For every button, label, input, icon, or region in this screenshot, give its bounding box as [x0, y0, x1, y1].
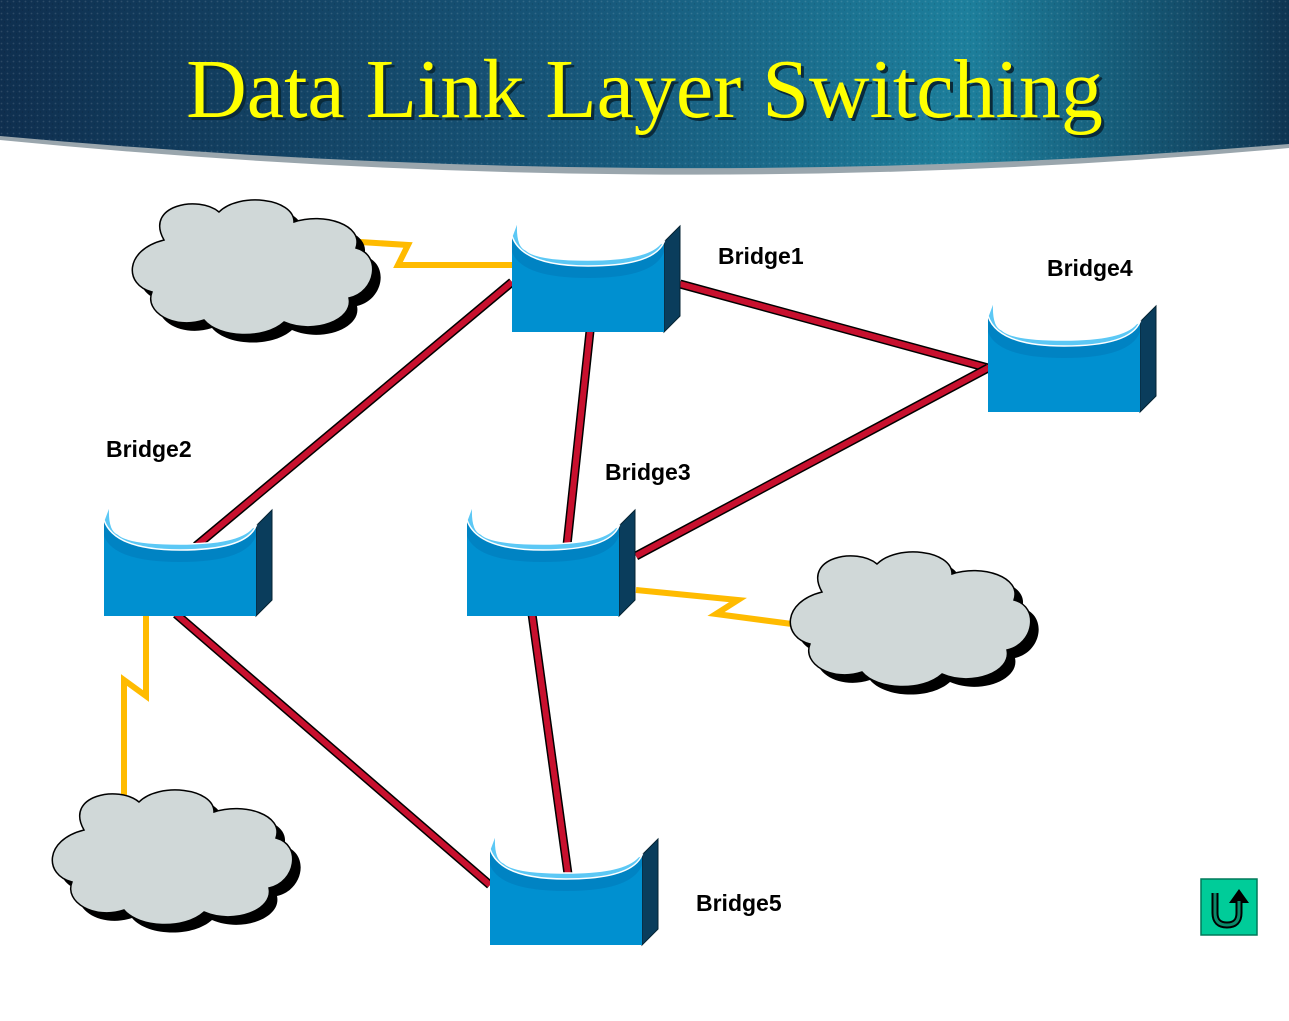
u-turn-arrow-icon: [1211, 889, 1249, 929]
bridge-5-icon: [489, 832, 659, 946]
bridge-links: [173, 278, 991, 889]
bridge-1-icon: [511, 219, 681, 333]
bridge-2-label: Bridge2: [106, 436, 192, 462]
bridge-3-label: Bridge3: [605, 459, 691, 485]
bridge-5-label: Bridge5: [696, 890, 782, 916]
lan-link-cloud2-b3: [635, 587, 793, 627]
bridge-4-icon: [987, 299, 1157, 413]
lan-cloud-2: [789, 551, 1039, 695]
return-button[interactable]: [1200, 878, 1258, 936]
link-b1-b3: [562, 330, 595, 546]
lan-cloud-1: [131, 199, 381, 343]
link-b1-b2: [193, 278, 515, 550]
link-b3-b5: [527, 613, 573, 875]
lan-link-cloud3-b2: [121, 614, 149, 806]
lan-links: [121, 239, 793, 806]
bridge-2-icon: [103, 503, 273, 617]
link-b3-b4: [633, 364, 991, 560]
link-b2-b5: [173, 610, 493, 889]
header-banner: [0, 0, 1289, 175]
link-b1-b4: [678, 279, 990, 373]
bridge-4-label: Bridge4: [1047, 255, 1133, 281]
slide-title: Data Link Layer Switching: [186, 43, 1103, 136]
lan-link-cloud1-b1: [359, 239, 512, 268]
bridge-3-icon: [466, 503, 636, 617]
lan-cloud-3: [51, 789, 301, 933]
bridge-1-label: Bridge1: [718, 243, 804, 269]
